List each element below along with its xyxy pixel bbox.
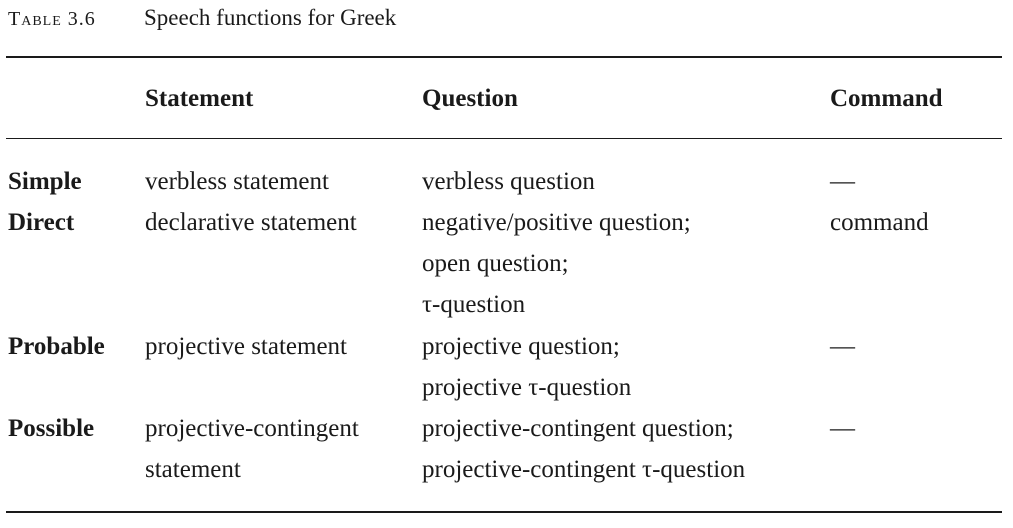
table-caption: Table 3.6 Speech functions for Greek xyxy=(8,4,396,33)
row-label-possible: Possible xyxy=(8,415,95,442)
header-question: Question xyxy=(422,85,518,112)
cell-question: open question; xyxy=(422,250,569,277)
cell-question: τ-question xyxy=(422,291,526,318)
cell-question: projective-contingent question; xyxy=(422,415,734,442)
cell-command: — xyxy=(830,168,855,195)
row-label-direct: Direct xyxy=(8,209,75,236)
cell-question: negative/positive question; xyxy=(422,209,691,236)
cell-question: projective question; xyxy=(422,333,620,360)
header-statement: Statement xyxy=(145,85,254,112)
cell-statement: statement xyxy=(145,456,241,483)
table-title: Speech functions for Greek xyxy=(144,5,397,30)
row-label-simple: Simple xyxy=(8,168,82,195)
cell-command: — xyxy=(830,333,855,360)
cell-command: command xyxy=(830,209,929,236)
cell-statement: projective-contingent xyxy=(145,415,359,442)
cell-statement: projective statement xyxy=(145,333,348,360)
row-label-probable: Probable xyxy=(8,333,105,360)
cell-statement: declarative statement xyxy=(145,209,357,236)
cell-command: — xyxy=(830,415,855,442)
cell-question: projective-contingent τ-question xyxy=(422,456,746,483)
cell-statement: verbless statement xyxy=(145,168,329,195)
top-rule xyxy=(6,56,1002,58)
cell-question: projective τ-question xyxy=(422,374,632,401)
header-command: Command xyxy=(830,85,943,112)
table-number: Table 3.6 xyxy=(8,8,96,30)
header-rule xyxy=(6,138,1002,139)
cell-question: verbless question xyxy=(422,168,595,195)
bottom-rule xyxy=(6,511,1002,513)
